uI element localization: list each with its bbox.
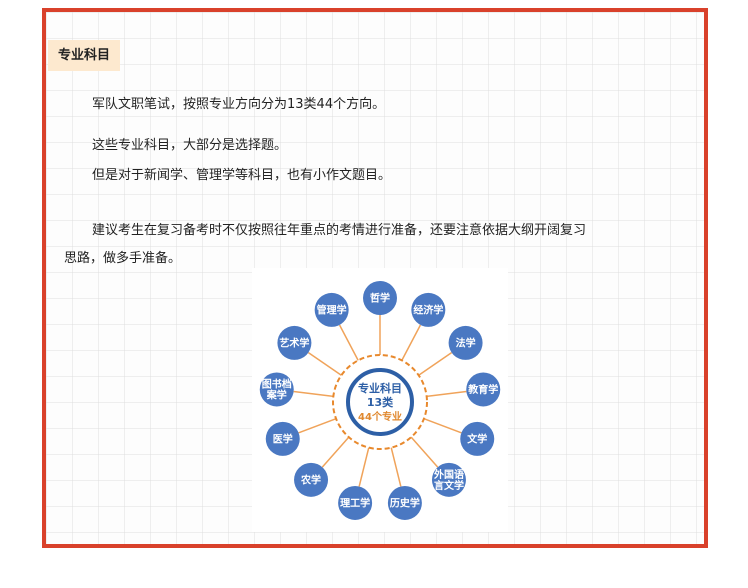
subject-node-label: 历史学 [390, 496, 420, 509]
spoke-line [401, 324, 422, 361]
subject-node-circle [387, 485, 422, 520]
subject-node-circle [314, 292, 349, 327]
subject-node-label: 哲学 [370, 292, 390, 305]
subject-node: 法学 [448, 325, 483, 360]
subject-node-label: 农学 [300, 473, 321, 486]
subject-node: 经济学 [411, 292, 446, 327]
spoke-line [298, 417, 337, 434]
spoke-line [321, 436, 350, 468]
section-title: 专业科目 [48, 40, 121, 71]
subject-node-label: 医学 [273, 432, 293, 445]
subject-node: 文学 [460, 421, 495, 456]
subject-node-circle [265, 421, 300, 456]
spoke-line [307, 351, 342, 376]
subject-node-label: 言文学 [434, 479, 464, 492]
center-dashed-ring [332, 354, 428, 450]
subject-node: 哲学 [363, 281, 397, 315]
subject-diagram-svg: 专业科目 13类 44个专业 哲学经济学法学教育学文学外国语言文学历史学理工学农… [259, 281, 501, 520]
paragraph-2: 这些专业科目，大部分是选择题。 [92, 138, 288, 153]
paragraph-1: 军队文职笔试，按照专业方向分为13类44个方向。 [92, 97, 386, 112]
spokes [293, 315, 467, 487]
subject-node-circle [411, 292, 446, 327]
subject-node: 教育学 [466, 372, 501, 407]
center-label-1: 专业科目 [358, 381, 402, 395]
subject-node-circle [448, 325, 483, 360]
subject-node-circle [460, 421, 495, 456]
subject-node: 历史学 [387, 485, 422, 520]
article-card: 专业科目 军队文职笔试，按照专业方向分为13类44个方向。 这些专业科目，大部分… [42, 8, 708, 548]
subject-node-circle [294, 462, 329, 497]
subject-node-label: 教育学 [467, 383, 498, 396]
spoke-line [390, 447, 402, 487]
subject-node: 管理学 [314, 292, 349, 327]
subject-node-circle [363, 281, 397, 315]
subject-node: 农学 [294, 462, 329, 497]
center-label-2: 13类 [367, 395, 394, 409]
spoke-line [338, 324, 359, 361]
subject-node: 医学 [265, 421, 300, 456]
subject-diagram: 专业科目 13类 44个专业 哲学经济学法学教育学文学外国语言文学历史学理工学农… [252, 268, 508, 532]
subject-node-label: 理工学 [340, 496, 370, 509]
spoke-line [423, 417, 462, 434]
paragraph-4-line-2: 思路，做多手准备。 [64, 251, 182, 266]
spoke-line [426, 390, 467, 398]
spoke-line [410, 436, 439, 468]
spoke-line [358, 447, 370, 487]
subject-node-circle [431, 462, 466, 497]
subject-node-label: 图书档 [262, 377, 292, 390]
paragraph-3: 但是对于新闻学、管理学等科目，也有小作文题目。 [92, 168, 392, 183]
subject-node: 理工学 [338, 485, 373, 520]
subject-node-label: 经济学 [413, 303, 443, 316]
subject-node-label: 文学 [467, 432, 487, 445]
subject-node-circle [277, 325, 312, 360]
subject-node-label: 法学 [456, 336, 476, 349]
subject-node-circle [338, 485, 373, 520]
subject-node-circle [259, 372, 294, 407]
center-label-3: 44个专业 [358, 410, 402, 423]
subject-node-label: 外国语 [433, 468, 464, 481]
spoke-line [418, 351, 453, 376]
paragraph-4-line-1: 建议考生在复习备考时不仅按照往年重点的考情进行准备，还要注意依据大纲开阔复习 [92, 223, 587, 238]
subject-node-label: 案学 [266, 388, 287, 401]
subject-node-label: 艺术学 [279, 336, 309, 349]
subject-node: 艺术学 [277, 325, 312, 360]
subject-node-circle [466, 372, 501, 407]
spoke-line [293, 390, 334, 398]
center-circle [346, 368, 414, 436]
subject-node-label: 管理学 [317, 303, 347, 316]
